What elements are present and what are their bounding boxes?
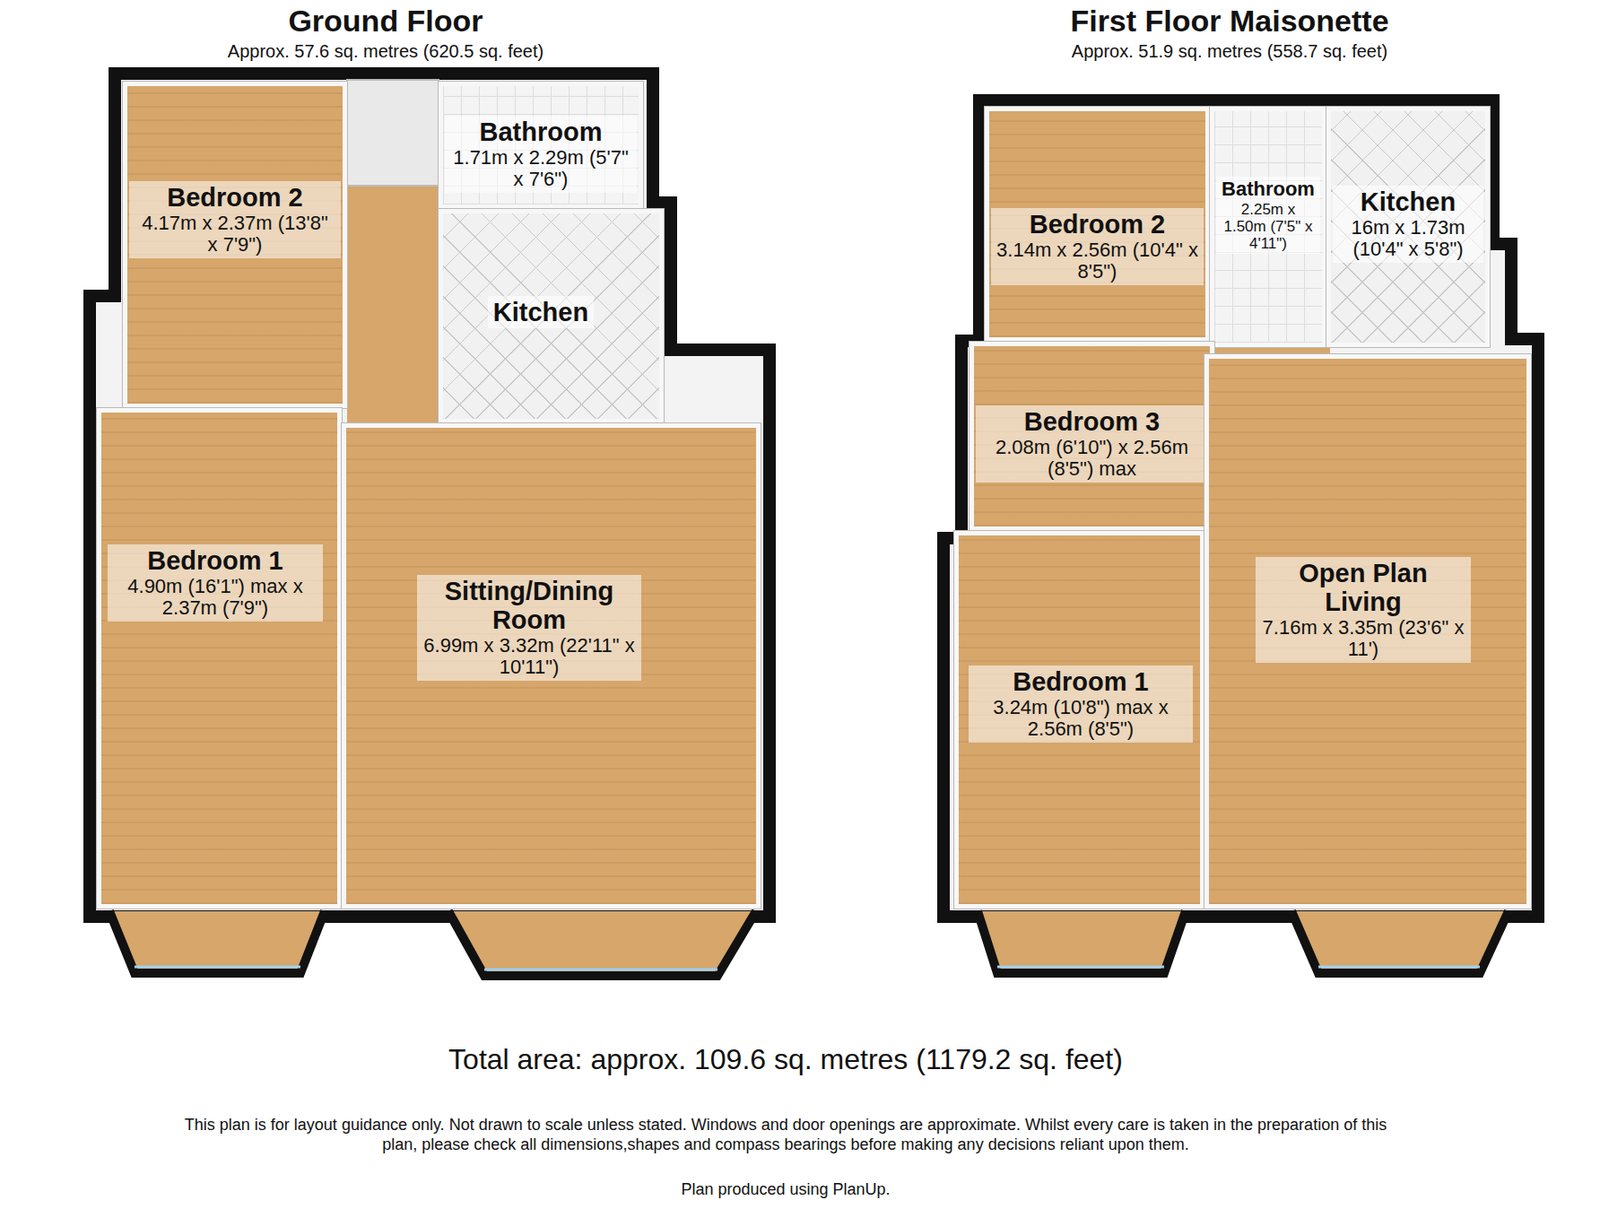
room-name: Kitchen [493, 297, 589, 327]
room: Open Plan Living7.16m x 3.35m (23'6" x 1… [1204, 354, 1531, 909]
room-label: Kitchen [487, 295, 594, 329]
floor-area: Approx. 51.9 sq. metres (558.7 sq. feet) [887, 41, 1572, 62]
room-label: Bathroom2.25m x 1.50m (7'5" x 4'11") [1216, 176, 1321, 254]
first-floor-walls [943, 100, 1539, 917]
floor-heading: Ground Floor [53, 3, 718, 39]
credit-note: Plan produced using PlanUp. [382, 1180, 1190, 1200]
room: Kitchen16m x 1.73m (10'4" x 5'8") [1326, 106, 1490, 348]
room-name: Bathroom [1221, 178, 1315, 201]
floor-heading: First Floor Maisonette [887, 3, 1572, 39]
room-label: Bedroom 14.90m (16'1") max x 2.37m (7'9"… [107, 544, 323, 622]
room-dimensions: 6.99m x 3.32m (22'11" x 10'11") [422, 634, 636, 679]
room: Bathroom2.25m x 1.50m (7'5" x 4'11") [1209, 106, 1327, 348]
room: Bedroom 24.17m x 2.37m (13'8" x 7'9") [122, 81, 348, 409]
room: Bathroom1.71m x 2.29m (5'7" x 7'6") [438, 81, 644, 209]
room-label: Sitting/Dining Room6.99m x 3.32m (22'11"… [417, 574, 642, 681]
room-name: Bedroom 3 [981, 407, 1203, 436]
disclaimer-note: This plan is for layout guidance only. N… [166, 1115, 1405, 1155]
room-name: Bedroom 2 [134, 182, 336, 212]
floor-area: Approx. 57.6 sq. metres (620.5 sq. feet) [53, 41, 718, 62]
floor-plan: Bedroom 24.17m x 2.37m (13'8" x 7'9") Bat… [53, 1, 718, 953]
window-glass [1318, 965, 1480, 969]
bay-window [977, 911, 1186, 974]
bay-window [109, 911, 325, 974]
ground-floor-walls [89, 73, 770, 917]
room: Bedroom 14.90m (16'1") max x 2.37m (7'9"… [96, 408, 342, 909]
room-label: Kitchen16m x 1.73m (10'4" x 5'8") [1332, 185, 1484, 263]
window-glass [134, 965, 301, 969]
room-label: Bedroom 23.14m x 2.56m (10'4" x 8'5") [991, 208, 1204, 286]
room-name: Kitchen [1338, 187, 1479, 217]
room-dimensions: 16m x 1.73m (10'4" x 5'8") [1338, 217, 1479, 261]
floor-plan: Bedroom 23.14m x 2.56m (10'4" x 8'5")Bat… [887, 1, 1572, 953]
room-label: Bedroom 32.08m (6'10") x 2.56m (8'5") ma… [975, 405, 1209, 483]
room-name: Sitting/Dining Room [422, 576, 636, 635]
room-dimensions: 4.90m (16'1") max x 2.37m (7'9") [113, 575, 318, 620]
room: Kitchen [438, 208, 664, 424]
window-glass [997, 965, 1165, 969]
room: Bedroom 32.08m (6'10") x 2.56m (8'5") ma… [969, 341, 1215, 531]
room-name: Open Plan Living [1260, 558, 1466, 618]
hallway-floor [347, 183, 441, 428]
room-dimensions: 2.25m x 1.50m (7'5" x 4'11") [1221, 200, 1315, 253]
room: Bedroom 13.24m (10'8") max x 2.56m (8'5"… [954, 530, 1205, 909]
room-label: Bedroom 13.24m (10'8") max x 2.56m (8'5"… [968, 665, 1193, 743]
room-label: Bedroom 24.17m x 2.37m (13'8" x 7'9") [129, 181, 341, 259]
room-name: Bedroom 2 [996, 209, 1199, 239]
bay-window [448, 911, 757, 976]
room-dimensions: 3.24m (10'8") max x 2.56m (8'5") [973, 696, 1188, 741]
cupboard [347, 79, 439, 186]
window-glass [484, 968, 718, 972]
total-area: Total area: approx. 109.6 sq. metres (11… [247, 1042, 1324, 1077]
room-label: Open Plan Living7.16m x 3.35m (23'6" x 1… [1255, 556, 1471, 663]
room: Sitting/Dining Room6.99m x 3.32m (22'11"… [341, 423, 761, 909]
room-name: Bedroom 1 [973, 667, 1188, 696]
room-name: Bathroom [450, 117, 632, 147]
room-dimensions: 1.71m x 2.29m (5'7" x 7'6") [450, 147, 632, 192]
room-dimensions: 2.08m (6'10") x 2.56m (8'5") max [981, 436, 1203, 481]
room-name: Bedroom 1 [113, 546, 318, 575]
room: Bedroom 23.14m x 2.56m (10'4" x 8'5") [984, 106, 1210, 342]
room-label: Bathroom1.71m x 2.29m (5'7" x 7'6") [444, 115, 637, 193]
room-dimensions: 3.14m x 2.56m (10'4" x 8'5") [996, 239, 1199, 284]
room-dimensions: 4.17m x 2.37m (13'8" x 7'9") [134, 212, 336, 257]
bay-window [1291, 911, 1509, 974]
room-dimensions: 7.16m x 3.35m (23'6" x 11') [1260, 617, 1466, 661]
